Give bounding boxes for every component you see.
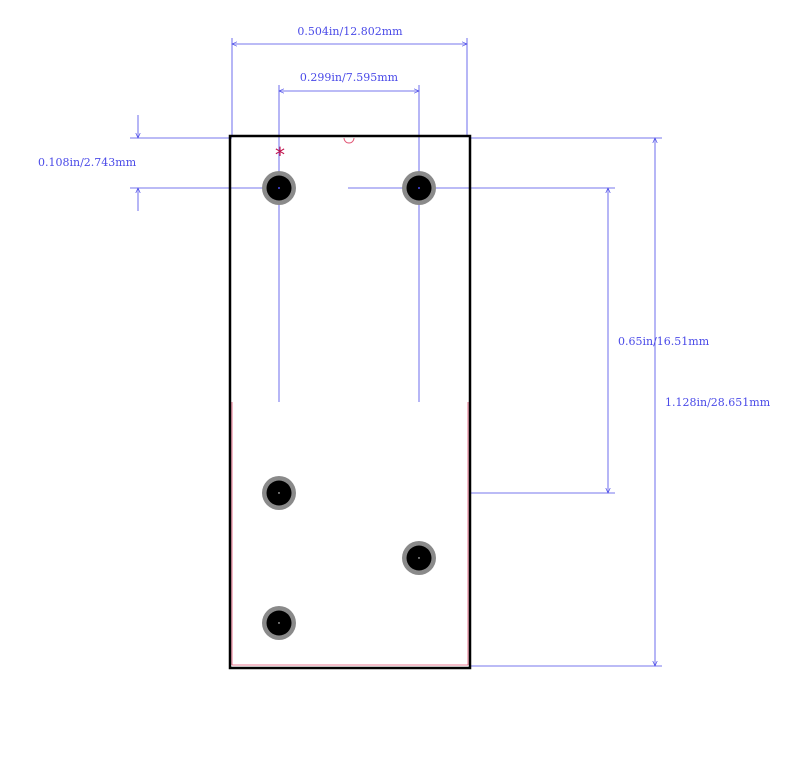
pin-pitch-label: 0.299in/7.595mm	[300, 71, 399, 84]
overall-width-label: 0.504in/12.802mm	[297, 25, 403, 38]
pad	[402, 171, 436, 205]
overall-height-dimension	[470, 138, 662, 666]
overall-height-label: 1.128in/28.651mm	[665, 396, 771, 409]
pin-span-label: 0.65in/16.51mm	[618, 335, 710, 348]
silkscreen-outline	[231, 402, 469, 666]
pad	[402, 541, 436, 575]
pin-span-dimension	[348, 188, 615, 493]
top-offset-dimension	[130, 115, 279, 211]
pad	[262, 476, 296, 510]
orientation-notch	[343, 137, 355, 144]
pad	[262, 606, 296, 640]
pad	[262, 171, 296, 205]
component-body-outline	[228, 134, 472, 670]
pin1-marker: *	[275, 143, 285, 167]
top-offset-label: 0.108in/2.743mm	[38, 156, 137, 169]
overall-width-dimension	[232, 38, 467, 135]
pin-pitch-dimension	[279, 85, 419, 402]
